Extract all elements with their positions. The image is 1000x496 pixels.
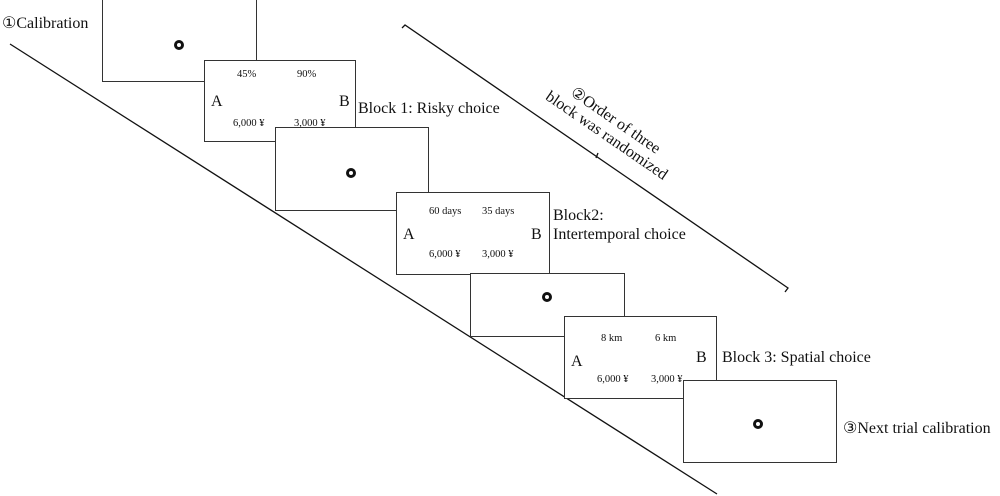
option-b-attribute: 35 days	[482, 206, 515, 217]
step-1-calibration-label: ①Calibration	[2, 15, 89, 32]
option-b-letter: B	[531, 226, 542, 243]
option-b-letter: B	[696, 349, 707, 366]
timeline-diagonal	[9, 43, 718, 495]
option-a-attribute: 60 days	[429, 206, 462, 217]
next-calibration-screen	[683, 380, 837, 463]
block-3-screen: 8 km 6 km A B 6,000 ¥ 3,000 ¥	[564, 316, 717, 399]
option-a-letter: A	[211, 93, 223, 110]
block-1-label: Block 1: Risky choice	[358, 100, 500, 117]
step-3-next-calibration-label: ③Next trial calibration	[843, 420, 991, 437]
option-a-amount: 6,000 ¥	[233, 118, 265, 129]
fixation-circle-icon	[753, 419, 763, 429]
option-b-amount: 3,000 ¥	[651, 374, 683, 385]
option-b-amount: 3,000 ¥	[482, 249, 514, 260]
block-2-label-line-1: Block2:	[553, 207, 604, 224]
block-2-label-line-2: Intertemporal choice	[553, 226, 686, 243]
option-b-attribute: 90%	[297, 69, 317, 80]
option-b-attribute: 6 km	[655, 333, 677, 344]
bracket-tick	[595, 152, 599, 159]
option-a-letter: A	[403, 226, 415, 243]
option-b-amount: 3,000 ¥	[294, 118, 326, 129]
block-2-screen: 60 days 35 days A B 6,000 ¥ 3,000 ¥	[396, 192, 550, 275]
option-b-letter: B	[339, 93, 350, 110]
option-a-amount: 6,000 ¥	[597, 374, 629, 385]
option-a-letter: A	[571, 353, 583, 370]
fixation-circle-icon	[542, 292, 552, 302]
option-a-attribute: 45%	[237, 69, 257, 80]
fixation-circle-icon	[174, 40, 184, 50]
option-a-attribute: 8 km	[601, 333, 623, 344]
fixation-circle-icon	[346, 168, 356, 178]
block-3-label: Block 3: Spatial choice	[722, 349, 871, 366]
block-2-label: Block2: Intertemporal choice	[553, 206, 686, 244]
option-a-amount: 6,000 ¥	[429, 249, 461, 260]
